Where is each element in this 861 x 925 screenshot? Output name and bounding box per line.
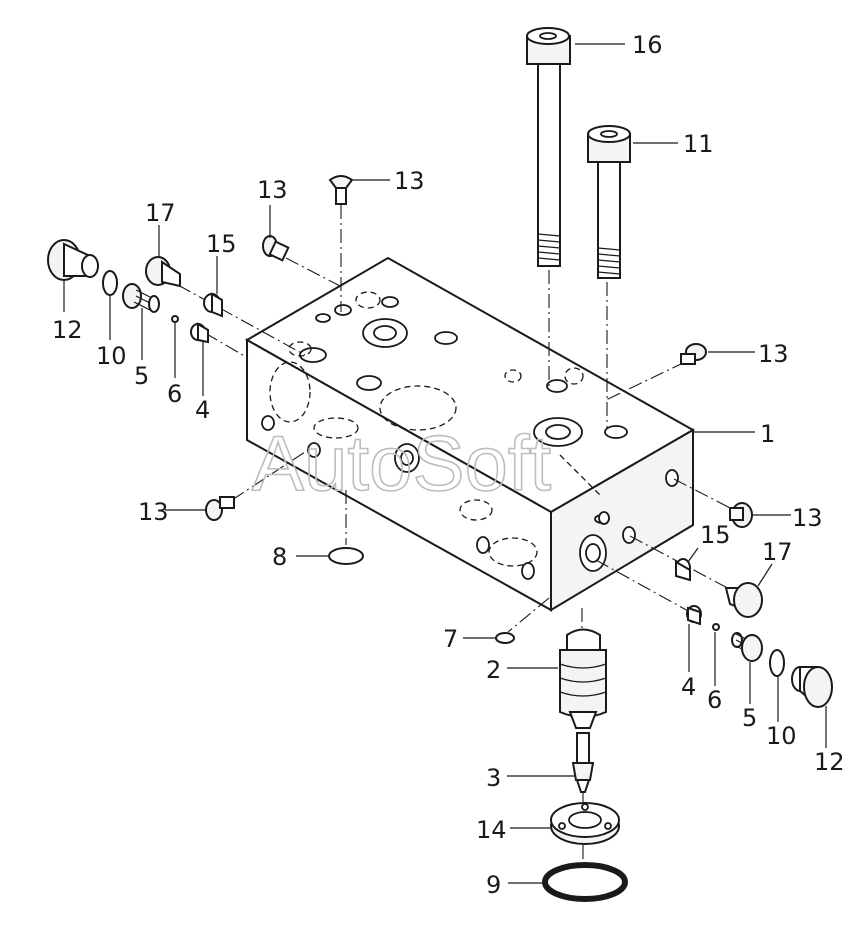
callout-13-upper-left: 13: [257, 176, 288, 204]
o-ring-7: [495, 632, 515, 644]
o-ring-9: [542, 862, 628, 902]
callout-5-right: 5: [742, 704, 757, 732]
assembly-axis-lines: [177, 205, 736, 868]
cap-screw-16: [526, 27, 571, 267]
plug-12-right: [791, 666, 833, 709]
callout-13-lower-left: 13: [138, 498, 169, 526]
o-ring-10-right: [769, 649, 785, 677]
callout-10-right: 10: [766, 722, 797, 750]
seat-4-right: [686, 605, 702, 626]
callout-labels: 16 11 13 13 17 15 13 1 12 10 5 6 4 13 13…: [52, 31, 845, 899]
callout-13-lower-right: 13: [792, 504, 823, 532]
plug-13-right: [680, 343, 707, 365]
plug-13-upper-left: [262, 235, 290, 262]
callout-13-top: 13: [394, 167, 425, 195]
ball-6-right: [712, 623, 720, 631]
callout-5-left: 5: [134, 362, 149, 390]
watermark-text: AutoSoft: [252, 419, 552, 507]
valve-block: [244, 256, 696, 612]
bushing-15-right: [675, 558, 691, 582]
plug-12-left: [47, 239, 99, 281]
fitting-17-right: [724, 582, 763, 618]
plug-13-top: [328, 175, 354, 205]
leader-lines: [63, 43, 827, 884]
cap-screw-11: [587, 125, 631, 279]
pin-3: [571, 732, 595, 793]
fitting-5-right: [731, 632, 763, 662]
callout-8: 8: [272, 543, 287, 571]
retainer-14: [550, 802, 620, 845]
seat-4-left: [190, 322, 209, 344]
callout-14: 14: [476, 816, 507, 844]
callout-2: 2: [486, 656, 501, 684]
spool-2: [559, 628, 607, 729]
callout-1: 1: [760, 420, 775, 448]
callout-15-right: 15: [700, 521, 731, 549]
callout-13-right: 13: [758, 340, 789, 368]
bushing-15-left: [203, 292, 223, 318]
ball-6-left: [171, 315, 179, 323]
callout-16: 16: [632, 31, 663, 59]
callout-4-right: 4: [681, 673, 696, 701]
o-ring-8: [328, 547, 364, 565]
callout-11: 11: [683, 130, 714, 158]
callout-12-right: 12: [814, 748, 845, 776]
callout-3: 3: [486, 764, 501, 792]
callout-10-left: 10: [96, 342, 127, 370]
callout-15-left: 15: [206, 230, 237, 258]
callout-6-right: 6: [707, 686, 722, 714]
callout-4-left: 4: [195, 396, 210, 424]
callout-7: 7: [443, 625, 458, 653]
callout-12-left: 12: [52, 316, 83, 344]
callout-6-left: 6: [167, 380, 182, 408]
callout-17-left: 17: [145, 199, 176, 227]
plug-13-lower-left: [205, 496, 235, 521]
o-ring-10-left: [102, 270, 118, 296]
fitting-5-left: [122, 283, 160, 313]
callout-9: 9: [486, 871, 501, 899]
callout-17-right: 17: [762, 538, 793, 566]
fitting-17-left: [145, 256, 181, 288]
plug-13-lower-right: [729, 502, 753, 528]
